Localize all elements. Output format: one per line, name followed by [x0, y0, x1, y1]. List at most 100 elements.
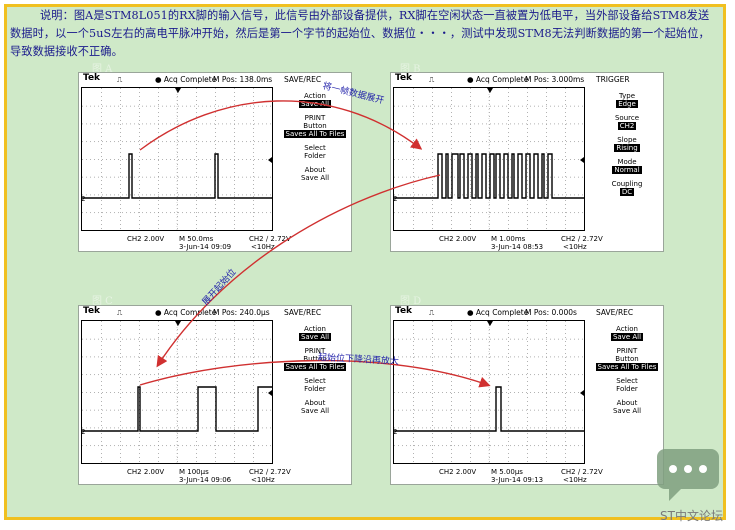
- m-pos: M Pos: 3.000ms: [525, 75, 585, 84]
- m-pos: M Pos: 240.0μs: [213, 308, 270, 317]
- capture-date: 3-Jun-14 08:53: [491, 243, 544, 251]
- menu-title: SAVE/REC: [284, 75, 322, 84]
- intro-text: 说明：图A是STM8L051的RX脚的输入信号，此信号由外部设备提供，RX脚在空…: [10, 9, 710, 58]
- channel-ground-marker: 2: [82, 428, 85, 436]
- menu-item-line2: Folder: [304, 385, 326, 393]
- menu-item-line1: About: [304, 399, 326, 407]
- channel-scale: CH2 2.00V: [439, 468, 477, 476]
- trigger-level: CH2 ∕ 2.72V: [561, 468, 603, 476]
- m-pos: M Pos: 138.0ms: [213, 75, 273, 84]
- trigger-level: CH2 ∕ 2.72V: [249, 468, 291, 476]
- acq-status: ● Acq Complete: [467, 75, 529, 84]
- menu-item-value: Saves All To Files: [283, 130, 347, 138]
- watermark-text: ST中文论坛: [660, 509, 723, 523]
- time-base: M 5.00μs: [491, 468, 523, 476]
- time-base: M 50.0ms: [179, 235, 214, 243]
- brand-logo: Tek: [395, 306, 413, 316]
- menu-item-line1: Slope: [617, 136, 637, 144]
- trigger-level-marker: [268, 157, 272, 163]
- menu-item-value: Save All: [298, 333, 332, 341]
- trigger-position-marker: [175, 88, 181, 93]
- menu-item-value: Rising: [614, 144, 640, 152]
- m-pos: M Pos: 0.000s: [525, 308, 577, 317]
- menu-item-line2: Save All: [612, 407, 642, 415]
- trigger-position-marker: [487, 88, 493, 93]
- trigger-level-marker: [580, 390, 584, 396]
- menu-item-line1: Source: [614, 114, 640, 122]
- capture-date: 3-Jun-14 09:09: [179, 243, 232, 251]
- channel-ground-marker: 2: [394, 195, 397, 203]
- menu-item-value: Save All: [610, 333, 644, 341]
- waveform-display: 2: [81, 87, 273, 231]
- trigger-frequency: <10Hz: [251, 243, 275, 251]
- menu-item-line2: Folder: [304, 152, 326, 160]
- trigger-position-marker: [175, 321, 181, 326]
- menu-item-value: CH2: [617, 122, 637, 130]
- menu-item-line1: PRINT: [304, 114, 326, 122]
- menu-item-line2: Save All: [300, 407, 330, 415]
- brand-logo: Tek: [395, 73, 413, 83]
- menu-item-line1: Action: [616, 325, 638, 333]
- waveform-display: 2: [393, 87, 585, 231]
- channel-ground-marker: 2: [394, 428, 397, 436]
- menu-item-line2: Save All: [300, 174, 330, 182]
- brand-logo: Tek: [83, 306, 101, 316]
- trigger-frequency: <10Hz: [563, 476, 587, 484]
- menu-item-value: Normal: [612, 166, 642, 174]
- acquire-mode-icon: ⎍: [429, 308, 435, 317]
- chat-bubble-icon: [657, 449, 719, 501]
- acq-status: ● Acq Complete: [155, 75, 217, 84]
- figure-c-label: 图 C: [92, 296, 113, 307]
- menu-item-line1: About: [616, 399, 638, 407]
- menu-item-value: Edge: [616, 100, 638, 108]
- menu-item-line2: Button: [303, 122, 327, 130]
- signal-trace: [82, 386, 272, 432]
- channel-scale: CH2 2.00V: [127, 468, 165, 476]
- menu-title: SAVE/REC: [596, 308, 634, 317]
- trigger-position-marker: [487, 321, 493, 326]
- menu-item-value: Saves All To Files: [595, 363, 659, 371]
- menu-item-line1: Mode: [617, 158, 637, 166]
- time-base: M 1.00ms: [491, 235, 526, 243]
- trigger-level-marker: [268, 390, 272, 396]
- menu-item-line1: Action: [304, 325, 326, 333]
- menu-item-line1: Select: [616, 377, 638, 385]
- signal-trace: [394, 386, 584, 432]
- menu-item-value: DC: [619, 188, 635, 196]
- channel-scale: CH2 2.00V: [439, 235, 477, 243]
- menu-item-value: Save All: [298, 100, 332, 108]
- waveform-display: 2: [393, 320, 585, 464]
- menu-item-line2: Button: [615, 355, 639, 363]
- waveform-display: 2: [81, 320, 273, 464]
- menu-item-line1: About: [304, 166, 326, 174]
- menu-item-line2: Folder: [616, 385, 638, 393]
